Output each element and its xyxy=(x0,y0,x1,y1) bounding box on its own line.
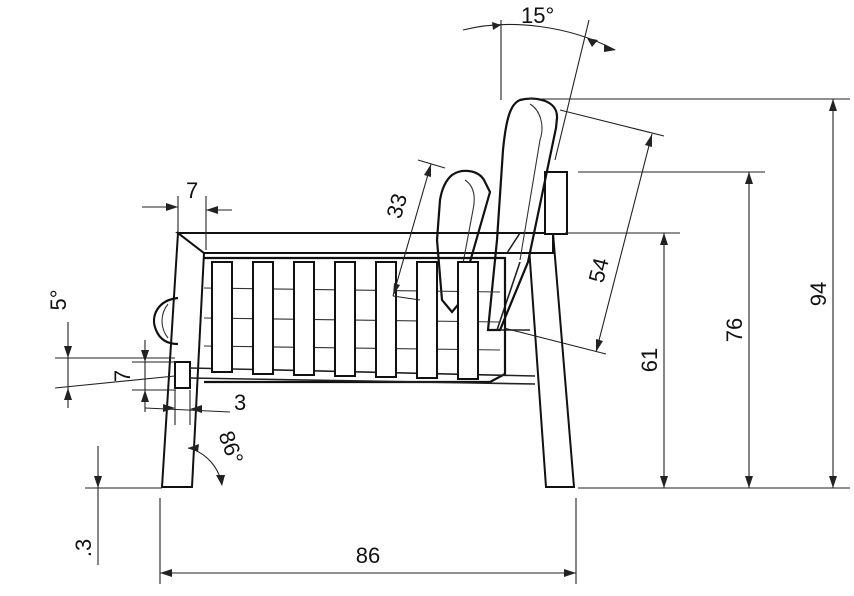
dimension-overall-depth: 86 xyxy=(159,498,577,584)
slat xyxy=(334,261,356,377)
label-seat-height: 61 xyxy=(637,348,662,372)
dimension-seat-front-drop: 7 xyxy=(110,340,176,412)
label-leg-angle: 86° xyxy=(214,428,249,468)
label-backrest-angle: 15° xyxy=(521,3,554,28)
dimension-backrest-height: 54 xyxy=(503,109,665,355)
dimension-seat-tilt: 5° xyxy=(46,289,176,408)
armrest-slats xyxy=(211,261,479,380)
dimension-seat-offset: 3 xyxy=(144,390,246,425)
chair-frame xyxy=(160,171,576,488)
seat-front-bump xyxy=(152,296,179,346)
slat xyxy=(211,261,233,373)
slat xyxy=(375,261,397,378)
label-overall-height: 94 xyxy=(806,282,831,306)
rear-leg xyxy=(526,232,576,488)
slat xyxy=(293,261,315,376)
label-overall-depth: 86 xyxy=(356,543,380,568)
dimension-armrest-height: 76 xyxy=(578,171,765,488)
dimension-backrest-angle: 15° xyxy=(462,3,616,161)
slat xyxy=(457,261,479,380)
label-backrest-height: 54 xyxy=(584,255,614,285)
dimension-leg-angle: 86° xyxy=(187,428,249,486)
label-armrest-height: 76 xyxy=(722,318,747,342)
label-floor-clearance: .3 xyxy=(71,539,96,557)
label-seat-front-drop: 7 xyxy=(110,370,135,382)
dimension-armrest-thickness: 7 xyxy=(142,178,232,250)
armrest xyxy=(175,232,554,254)
seat-front-block xyxy=(174,361,191,389)
slat xyxy=(252,261,274,375)
label-armrest-thickness: 7 xyxy=(186,178,198,203)
label-cushion-depth: 33 xyxy=(381,191,412,221)
label-seat-offset: 3 xyxy=(234,390,246,415)
dimension-floor-clearance: .3 xyxy=(71,446,162,565)
label-seat-tilt: 5° xyxy=(46,289,71,310)
dimension-seat-height: 61 xyxy=(565,232,680,488)
slat xyxy=(416,261,438,379)
dimension-overall-height: 94 xyxy=(530,98,850,489)
armrest-back-post xyxy=(544,171,568,235)
